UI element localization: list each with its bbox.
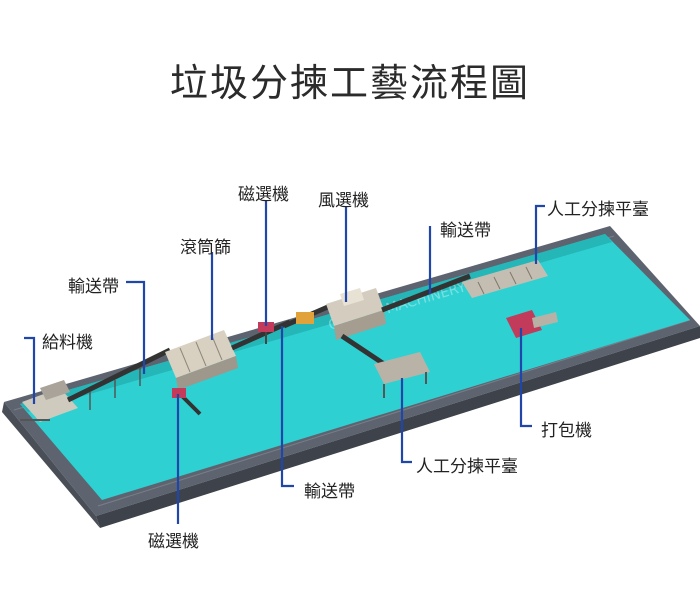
baler-machine: [506, 310, 558, 338]
feeder-machine: [20, 380, 78, 422]
label-sorting-top: 人工分揀平臺: [547, 200, 649, 220]
magnetic-separator-top: [258, 322, 274, 344]
pool-floor: [20, 234, 690, 500]
label-magnetic-top: 磁選機: [238, 185, 289, 205]
conveyor-top-right: [381, 273, 471, 313]
leader-sorting-top: [534, 204, 545, 264]
label-baler: 打包機: [541, 421, 592, 441]
magnetic-separator-bottom: [172, 388, 202, 416]
conveyor-center: [283, 303, 331, 329]
leader-conveyor-1: [126, 280, 146, 374]
sorting-platform-bottom: [374, 352, 430, 398]
leader-conveyor-bottom: [280, 326, 294, 488]
label-magnetic-bottom: 磁選機: [148, 532, 199, 552]
label-conveyor-top-right: 輸送帶: [440, 221, 491, 241]
leader-baler: [519, 328, 532, 428]
base-wall-left: [2, 402, 100, 528]
sorting-platform-top: [462, 260, 548, 298]
base-wall-side: [96, 326, 700, 528]
label-air-separator: 風選機: [318, 191, 369, 211]
conveyor-feeder-trommel: [66, 347, 172, 410]
label-trommel: 滾筒篩: [180, 238, 231, 258]
leader-feeder: [24, 336, 36, 404]
label-conveyor-bottom: 輸送帶: [304, 482, 355, 502]
page-title: 垃圾分揀工藝流程圖: [169, 61, 530, 105]
leader-lines: [24, 200, 545, 524]
conveyor-trommel-magnetic: [230, 319, 292, 351]
label-conveyor-1: 輸送帶: [68, 277, 119, 297]
leader-sorting-bottom: [400, 378, 412, 464]
trommel-machine: [165, 330, 238, 390]
label-sorting-bottom: 人工分揀平臺: [416, 457, 518, 477]
conveyor-to-sorting-bottom: [340, 333, 386, 367]
label-feeder: 給料機: [42, 333, 93, 353]
